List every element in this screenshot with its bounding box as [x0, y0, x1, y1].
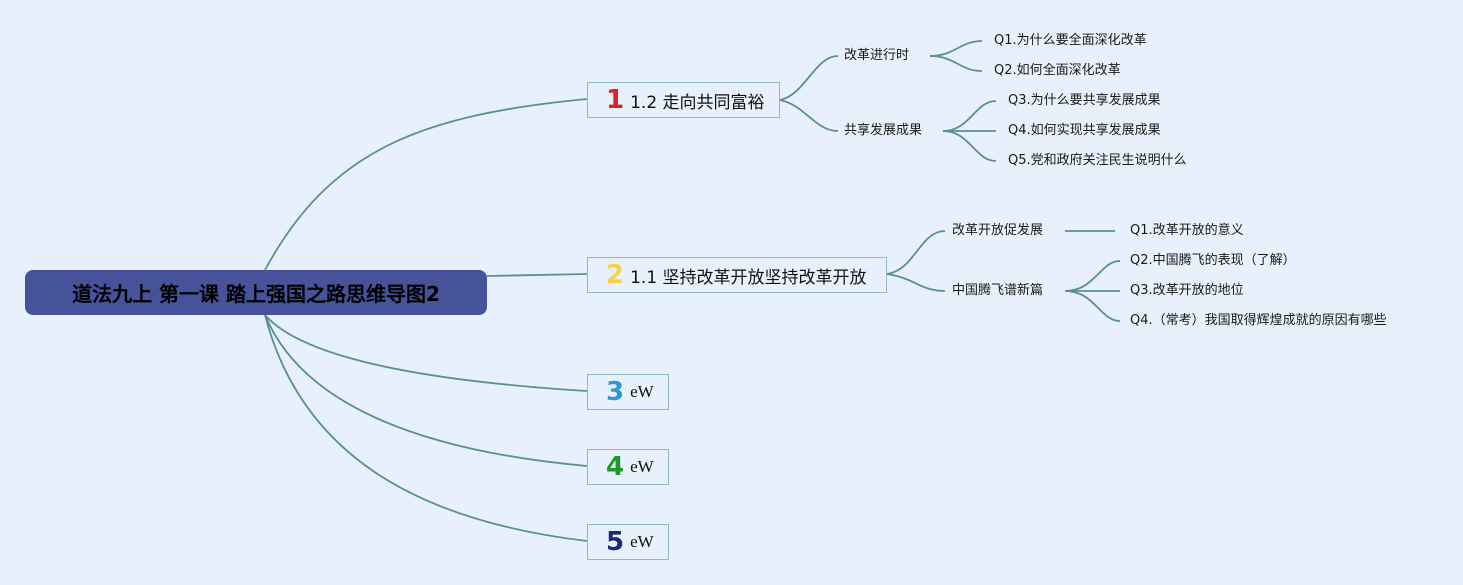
branch-5[interactable]: 5 eW — [587, 524, 669, 560]
subtopic-share-development[interactable]: 共享发展成果 — [844, 123, 923, 138]
branch-2[interactable]: 2 1.1 坚持改革开放坚持改革开放 — [587, 257, 887, 293]
leaf-node[interactable]: Q1.为什么要全面深化改革 — [994, 33, 1147, 48]
branch-label: 1.2 走向共同富裕 — [630, 92, 765, 113]
branch-label: eW — [630, 532, 654, 551]
leaf-node[interactable]: Q2.中国腾飞的表现（了解） — [1130, 253, 1296, 268]
subtopic-reform-in-progress[interactable]: 改革进行时 — [844, 48, 910, 63]
leaf-node[interactable]: Q5.党和政府关注民生说明什么 — [1008, 153, 1187, 168]
branch-4[interactable]: 4 eW — [587, 449, 669, 485]
root-topic[interactable]: 道法九上 第一课 踏上强国之路思维导图2 — [25, 270, 487, 315]
leaf-node[interactable]: Q1.改革开放的意义 — [1130, 223, 1244, 238]
number-5-icon: 5 — [606, 527, 625, 557]
leaf-node[interactable]: Q3.改革开放的地位 — [1130, 283, 1244, 298]
number-1-icon: 1 — [606, 85, 625, 115]
subtopic-china-takes-off[interactable]: 中国腾飞谱新篇 — [952, 283, 1044, 298]
leaf-node[interactable]: Q2.如何全面深化改革 — [994, 63, 1121, 78]
subtopic-reform-promotes-development[interactable]: 改革开放促发展 — [952, 223, 1044, 238]
branch-label: eW — [630, 382, 654, 401]
branch-3[interactable]: 3 eW — [587, 374, 669, 410]
branch-label: 1.1 坚持改革开放坚持改革开放 — [630, 267, 867, 288]
root-title: 道法九上 第一课 踏上强国之路思维导图2 — [72, 282, 440, 306]
branch-1[interactable]: 1 1.2 走向共同富裕 — [587, 82, 780, 118]
branch-label: eW — [630, 457, 654, 476]
number-4-icon: 4 — [606, 452, 625, 482]
leaf-node[interactable]: Q4.（常考）我国取得辉煌成就的原因有哪些 — [1130, 313, 1387, 328]
number-2-icon: 2 — [606, 260, 625, 290]
leaf-node[interactable]: Q4.如何实现共享发展成果 — [1008, 123, 1161, 138]
number-3-icon: 3 — [606, 377, 625, 407]
leaf-node[interactable]: Q3.为什么要共享发展成果 — [1008, 93, 1161, 108]
